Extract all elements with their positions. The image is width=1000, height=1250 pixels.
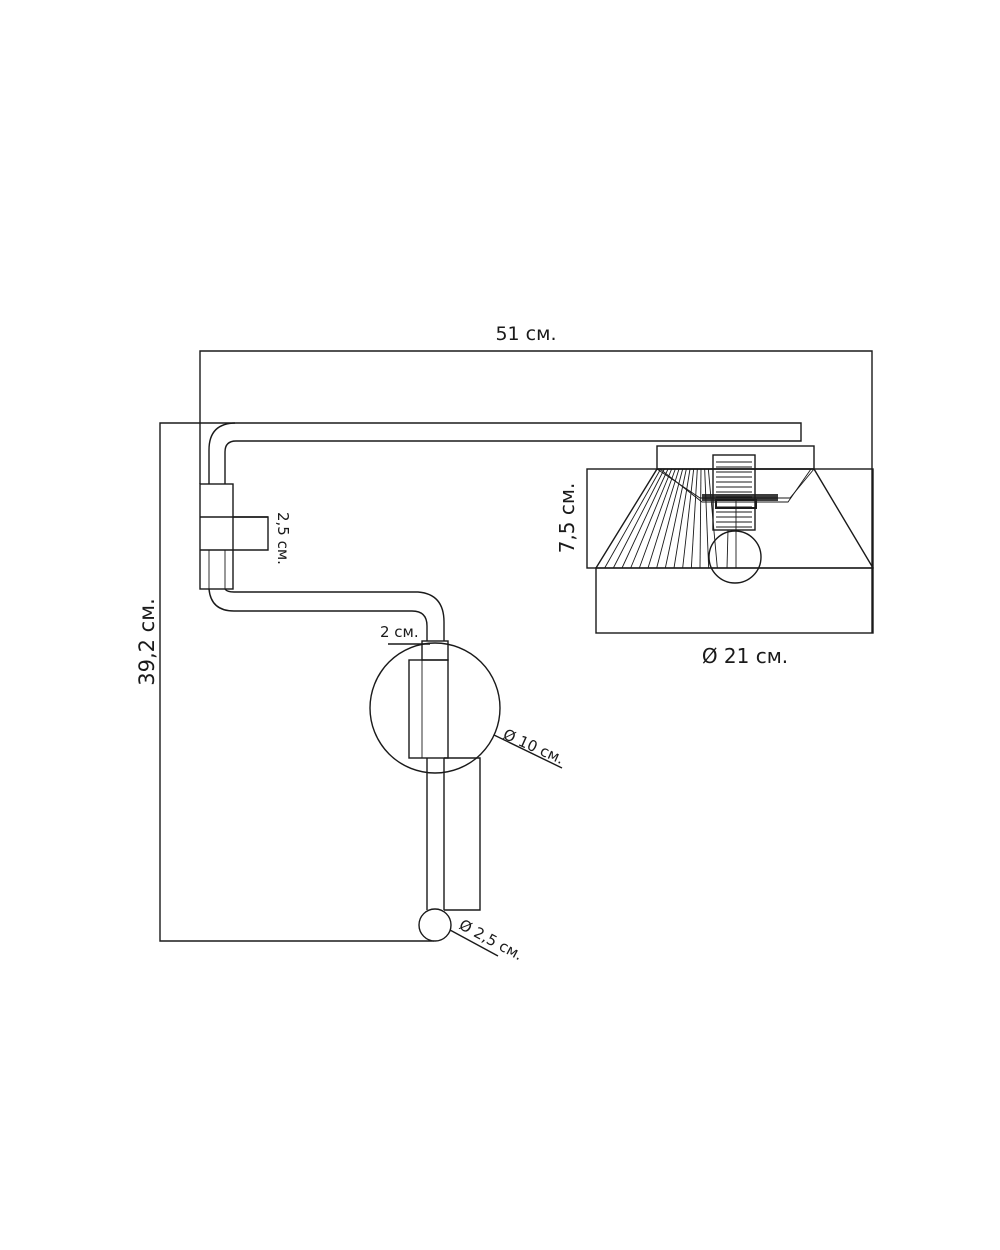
lower-arm	[208, 588, 445, 641]
hatch-line	[673, 468, 691, 569]
wall-bracket: 2,5 см.	[199, 483, 292, 590]
height-dimension: 39,2 см.	[135, 422, 434, 942]
bracket-width-label: 2,5 см.	[274, 512, 292, 565]
lamp-shade: 7,5 см. Ø 21 см.	[555, 445, 874, 668]
hatch-line	[638, 468, 676, 569]
width-label: 51 см.	[495, 323, 556, 345]
shade-diameter-label: Ø 21 см.	[702, 644, 788, 668]
hatch-line	[682, 468, 695, 569]
width-dimension: 51 см.	[199, 323, 873, 633]
hatch-line	[690, 468, 698, 569]
hatch-line	[704, 468, 710, 569]
hatch-line	[664, 468, 687, 569]
ball-diameter-label: Ø 2,5 см.	[456, 916, 526, 965]
bulb	[708, 530, 762, 584]
hatch-line	[630, 468, 673, 569]
ball-finial	[418, 908, 452, 942]
hatch-line	[699, 468, 702, 569]
lower-rod: Ø 2,5 см.	[418, 757, 526, 965]
socket	[712, 454, 756, 531]
hatch-line	[647, 468, 680, 569]
canopy	[656, 445, 815, 470]
tube-width-label: 2 см.	[380, 623, 419, 641]
hatch-line	[612, 468, 665, 569]
backplate-diameter-label: Ø 10 см.	[500, 725, 566, 768]
shade-height-label: 7,5 см.	[555, 483, 579, 554]
backplate: 2 см. Ø 10 см.	[369, 623, 567, 774]
top-arm	[208, 422, 802, 484]
hatch-line	[656, 468, 684, 569]
hatch-line	[621, 468, 669, 569]
height-label: 39,2 см.	[135, 598, 159, 686]
shade-hatching	[604, 468, 718, 569]
hatch-line	[604, 468, 662, 569]
